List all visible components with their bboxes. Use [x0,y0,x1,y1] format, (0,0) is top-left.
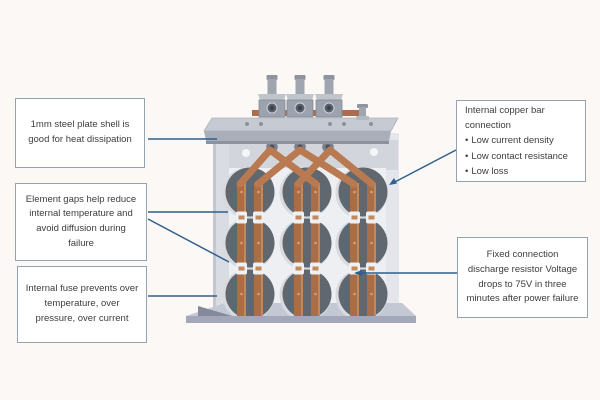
bullet-icon: • [465,135,469,147]
leader-lines [147,138,457,297]
callout-element-gaps: Element gaps help reduce internal temper… [15,183,147,261]
aux-stud [356,104,369,120]
callout-element-gaps-text: Element gaps help reduce internal temper… [25,193,137,249]
element-gap-connectors [236,211,377,275]
callout-discharge-resistor-text: Fixed connection discharge resistor Volt… [466,249,579,305]
callout-steel-shell: 1mm steel plate shell is good for heat d… [15,98,145,168]
callout-copper-bar-item: • Low current density [465,133,554,148]
callout-internal-fuse-text: Internal fuse prevents over temperature,… [25,283,139,324]
bullet-icon: • [465,165,469,177]
callout-discharge-resistor: Fixed connection discharge resistor Volt… [457,237,588,318]
callout-copper-bar-item: • Low contact resistance [465,149,568,164]
callout-copper-bar-title: Internal copper bar connection [465,105,545,132]
bullet-icon: • [465,150,469,162]
copper-busbars [236,146,376,188]
callout-copper-bar-item: • Low loss [465,164,508,179]
callout-steel-shell-text: 1mm steel plate shell is good for heat d… [28,119,132,145]
terminal-blocks [252,75,369,120]
base-plate-front [186,316,416,323]
copper-straps [237,183,376,319]
top-plate [203,117,399,144]
capacitor-cells [222,167,388,321]
callout-copper-bar: Internal copper bar connection • Low cur… [456,100,586,182]
callout-internal-fuse: Internal fuse prevents over temperature,… [17,266,147,343]
